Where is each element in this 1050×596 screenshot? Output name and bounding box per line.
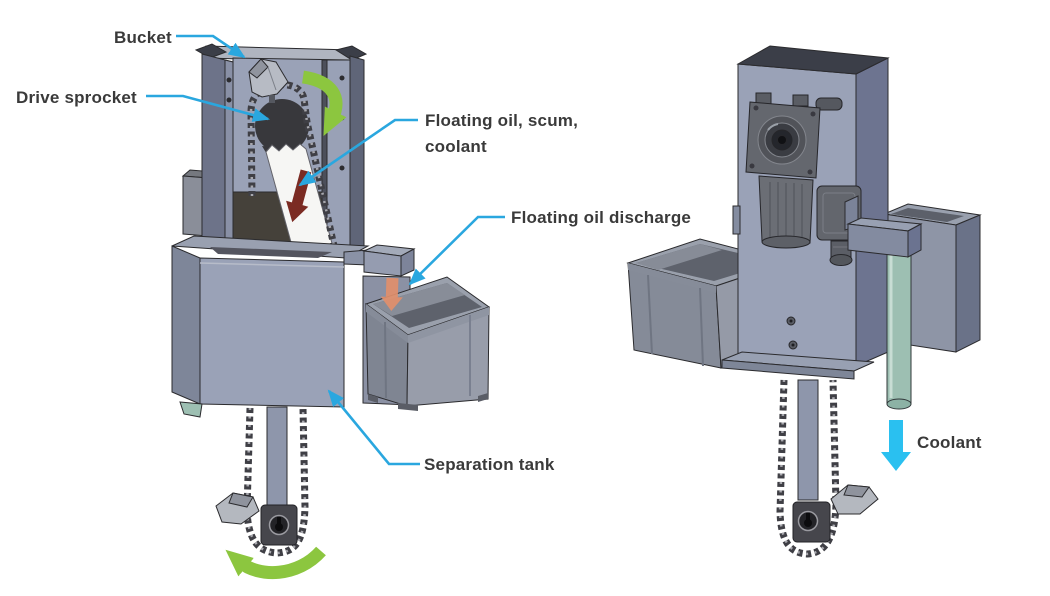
rotation-arrow-top-icon (301, 70, 347, 137)
drive-sprocket-label: Drive sprocket (16, 88, 137, 107)
separation-tank-label: Separation tank (424, 455, 555, 474)
coolant-pipe (886, 237, 912, 410)
leader-lines (146, 34, 505, 466)
rotation-arrow-bottom-icon (225, 546, 326, 580)
left-view (171, 43, 491, 580)
right-lower-assembly (776, 379, 879, 558)
discharge-arrow-icon (380, 277, 403, 311)
bucket-lower (215, 492, 260, 525)
floating-oil-discharge-label: Floating oil discharge (511, 208, 692, 227)
pipe-bracket (844, 195, 923, 258)
coolant-arrow-icon (881, 420, 911, 471)
separation-tank-part (171, 235, 370, 418)
leader-separation-tank (327, 389, 420, 466)
coolant-label: Coolant (917, 433, 982, 452)
leader-floating-oil-discharge (408, 215, 505, 286)
tank-foot (179, 401, 203, 418)
skimmer-chain-lower (243, 407, 309, 557)
right-chain (776, 379, 840, 558)
leader-drive-sprocket (146, 94, 270, 122)
bucket-right-lower (830, 484, 879, 515)
floating-oil-scum-coolant-label: Floating oil, scum, coolant (425, 111, 579, 156)
cable-connector (829, 240, 853, 266)
lower-chain-assembly (215, 406, 309, 557)
discharge-bin (364, 276, 491, 411)
mounting-flange (721, 351, 875, 380)
bucket-part (248, 58, 289, 103)
right-view (626, 45, 982, 558)
bucket-label: Bucket (114, 28, 172, 47)
leader-floating-oil (298, 118, 418, 187)
leader-bucket (176, 34, 246, 59)
